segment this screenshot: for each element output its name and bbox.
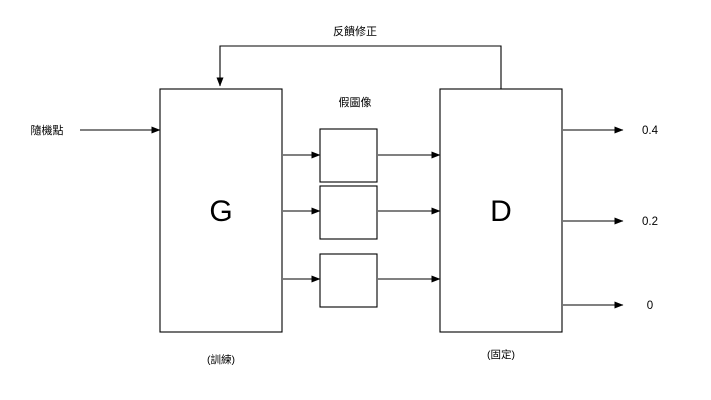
fake-image-label: 假圖像	[339, 95, 372, 109]
generator-caption: (訓練)	[207, 353, 235, 366]
generator-letter: G	[209, 195, 232, 228]
fake-sample-box-1	[319, 128, 378, 183]
fake-sample-box-2	[319, 185, 378, 240]
output-value-1: 0.4	[642, 125, 659, 137]
feedback-correction-arrow	[216, 45, 502, 89]
output-value-3: 0	[647, 300, 653, 312]
discriminator-letter: D	[490, 195, 512, 228]
output-value-2: 0.2	[642, 216, 658, 228]
feedback-label: 反饋修正	[333, 24, 377, 38]
generator-box	[159, 88, 283, 333]
random-noise-label: 隨機點	[31, 123, 64, 137]
discriminator-box	[439, 88, 563, 333]
discriminator-caption: (固定)	[487, 348, 515, 361]
